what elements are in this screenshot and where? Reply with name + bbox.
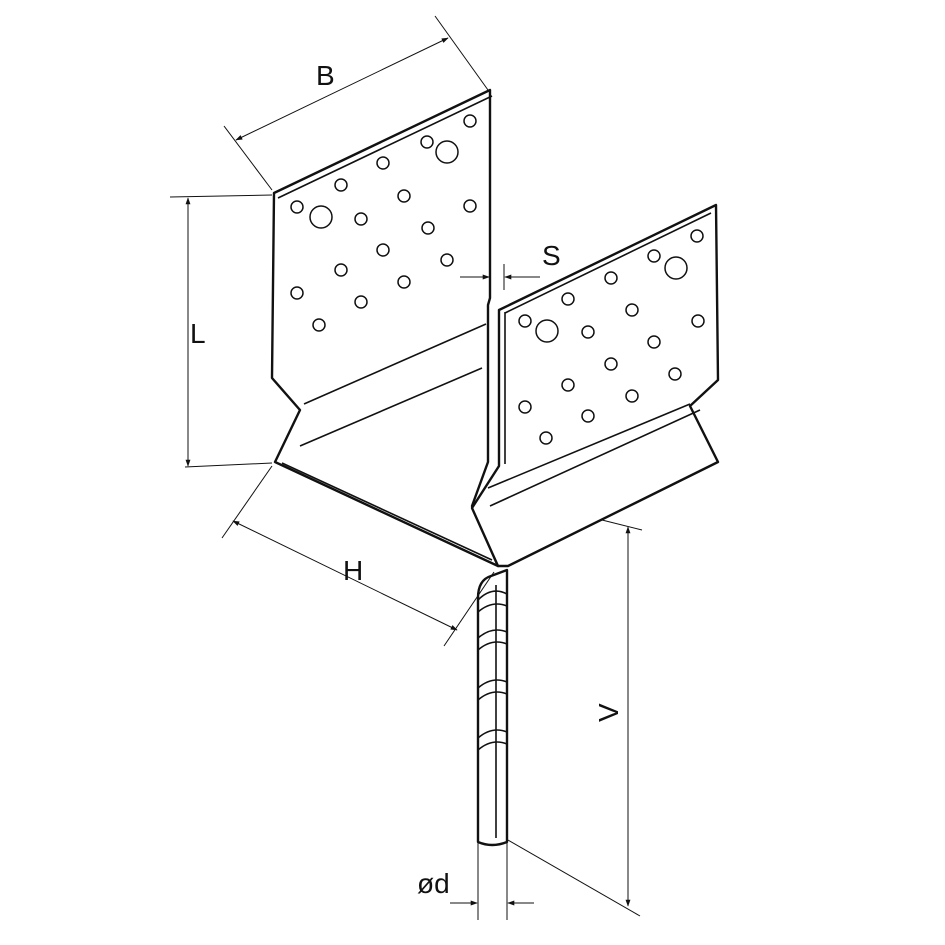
hole	[625, 389, 639, 403]
dimension-label-l: L	[190, 318, 206, 349]
hole	[397, 275, 411, 289]
right-plate-thickness	[504, 212, 712, 314]
hole	[354, 295, 368, 309]
rod-rib	[477, 691, 508, 701]
hole	[561, 292, 575, 306]
left-plate-thickness	[277, 95, 493, 199]
dimension-h: H	[221, 465, 495, 647]
rod-rib	[477, 641, 508, 651]
dimension-d: ød	[417, 842, 534, 920]
fastener-holes	[290, 114, 705, 445]
right-base-fold-line	[489, 409, 701, 507]
hole	[690, 229, 704, 243]
rod-rib	[477, 729, 508, 739]
hole	[539, 431, 553, 445]
rod-rib	[477, 629, 508, 639]
dimension-label-s: S	[542, 240, 561, 271]
hole	[435, 140, 459, 164]
hole	[647, 249, 661, 263]
dimension-label-b: B	[316, 60, 335, 91]
dimension-s: S	[460, 240, 561, 290]
hole	[463, 114, 477, 128]
hole	[312, 318, 326, 332]
hole	[518, 314, 532, 328]
hole	[604, 357, 618, 371]
rod-body	[476, 568, 509, 847]
hole	[440, 253, 454, 267]
rod-rib	[477, 741, 508, 751]
dimension-b: B	[223, 15, 489, 191]
rod-rib	[477, 679, 508, 689]
hole	[376, 243, 390, 257]
rod-rib	[477, 603, 508, 613]
hole	[354, 212, 368, 226]
hole	[691, 314, 705, 328]
hole	[668, 367, 682, 381]
hole	[561, 378, 575, 392]
hole	[581, 325, 595, 339]
hole	[290, 200, 304, 214]
hole	[463, 199, 477, 213]
hole	[334, 263, 348, 277]
hole	[290, 286, 304, 300]
right-bracket	[470, 203, 720, 568]
left-base-crease-line	[299, 367, 483, 447]
hole	[309, 205, 333, 229]
hole	[625, 303, 639, 317]
hole	[397, 189, 411, 203]
hole	[581, 409, 595, 423]
hole	[647, 335, 661, 349]
hole	[604, 271, 618, 285]
hole	[421, 221, 435, 235]
dimension-l: L	[169, 194, 273, 468]
dimension-label-h: H	[343, 555, 363, 586]
dimension-v: V	[507, 519, 643, 917]
left-base-fold-line	[303, 323, 487, 405]
rod-rib	[477, 590, 508, 601]
hole	[334, 178, 348, 192]
hole	[664, 256, 688, 280]
hole	[535, 319, 559, 343]
hole	[376, 156, 390, 170]
hole	[518, 400, 532, 414]
dimension-label-v: V	[593, 703, 624, 722]
hole	[420, 135, 434, 149]
right-base-crease-line	[487, 403, 691, 489]
dimension-label-d: ød	[417, 868, 450, 899]
right-side-plate	[470, 203, 720, 568]
anchor-rod	[476, 568, 509, 847]
